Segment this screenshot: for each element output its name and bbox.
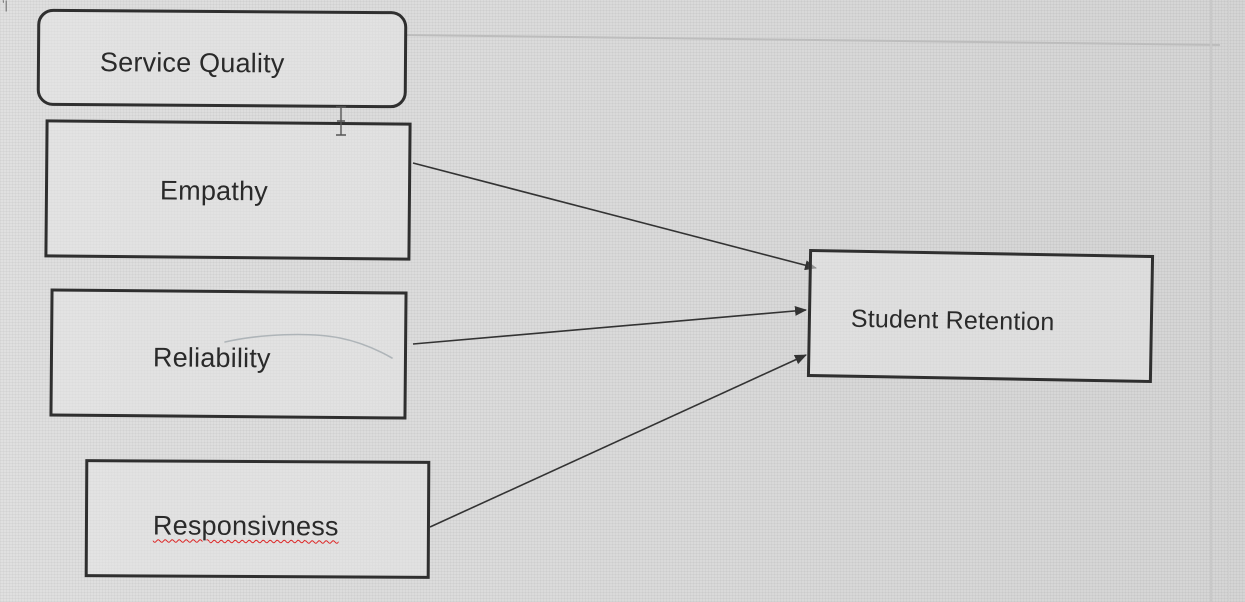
node-empathy[interactable]: Empathy <box>44 119 412 261</box>
arrow-reliability-to-retention[interactable] <box>412 305 807 345</box>
node-responsiveness-label: Responsivness <box>152 510 339 542</box>
node-service-quality[interactable]: Service Quality <box>36 8 408 109</box>
arrow-empathy-to-retention[interactable] <box>412 162 817 271</box>
text-cursor-icon <box>336 106 346 136</box>
node-service-quality-label: Service Quality <box>99 47 285 79</box>
corner-fragment: ʼ| <box>2 0 8 12</box>
node-empathy-label: Empathy <box>159 175 269 207</box>
arrow-responsiveness-to-retention[interactable] <box>429 354 807 528</box>
node-student-retention[interactable]: Student Retention <box>806 248 1155 384</box>
pen-mark <box>224 333 393 359</box>
page-right-edge-secondary <box>1228 0 1229 602</box>
node-responsiveness[interactable]: Responsivness <box>84 459 431 579</box>
page-right-edge <box>1210 0 1212 602</box>
page-top-edge <box>404 34 1220 46</box>
node-student-retention-label: Student Retention <box>850 304 1055 337</box>
